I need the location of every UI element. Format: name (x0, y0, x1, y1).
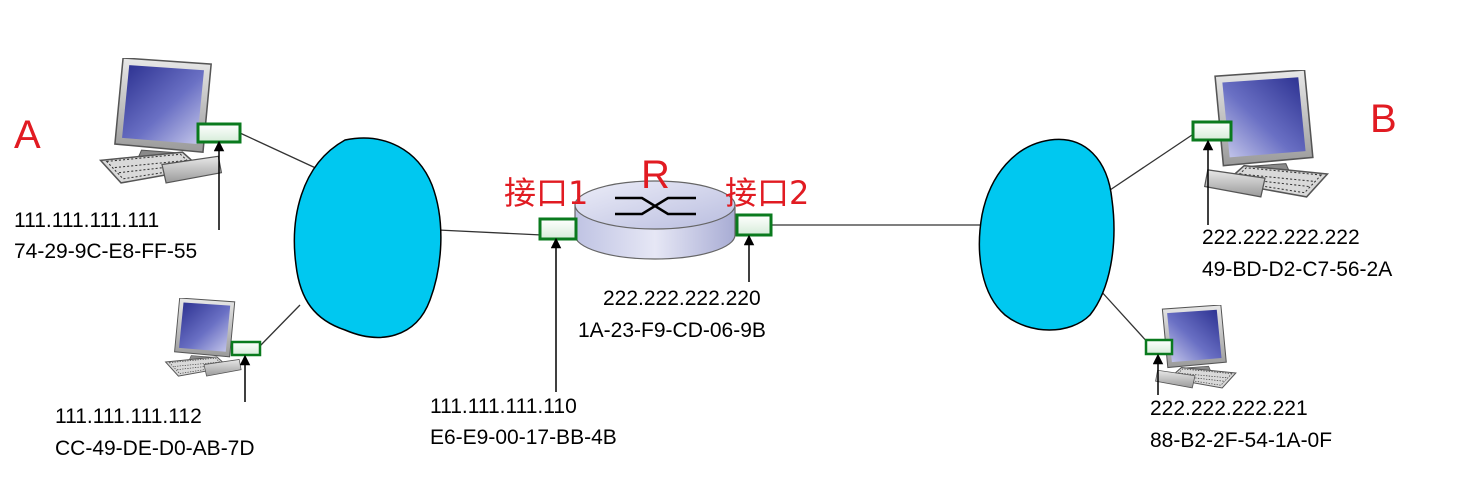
host-b2-mac: 88-B2-2F-54-1A-0F (1150, 429, 1332, 452)
host-a2-ip: 111.111.111.112 (55, 405, 202, 428)
link-netA-router (437, 229, 543, 236)
link-hostA2-netA (257, 304, 301, 349)
host-b1-mac: 49-BD-D2-C7-56-2A (1202, 258, 1392, 281)
interface1-mac: E6-E9-00-17-BB-4B (430, 426, 617, 449)
interface1-label: 接口1 (504, 174, 588, 212)
subnet-b-label: B (1370, 97, 1397, 141)
subnet-a-label: A (14, 113, 41, 157)
router-cross-arrows-icon (615, 196, 696, 216)
host-a2-computer-icon[interactable] (165, 298, 242, 377)
interface2-ip: 222.222.222.220 (603, 287, 761, 310)
network-cloud-a (293, 137, 442, 338)
network-cloud-b (978, 138, 1115, 331)
host-a1-nic[interactable] (196, 122, 242, 144)
router-interface2-port[interactable] (735, 213, 773, 237)
link-netB-hostB2 (1099, 289, 1151, 346)
host-b2-ip: 222.222.222.221 (1150, 397, 1308, 420)
host-a1-computer-icon[interactable] (99, 58, 223, 184)
router-label: R (641, 153, 670, 197)
host-b1-ip: 222.222.222.222 (1202, 226, 1360, 249)
links (239, 132, 1196, 349)
link-hostA1-netA (239, 132, 321, 171)
host-a2-nic[interactable] (230, 340, 262, 357)
pointer-arrows (213, 139, 1214, 402)
host-a2-mac: CC-49-DE-D0-AB-7D (55, 437, 255, 460)
host-b2-nic[interactable] (1144, 338, 1174, 356)
interface2-mac: 1A-23-F9-CD-06-9B (578, 319, 766, 342)
host-b1-nic[interactable] (1191, 120, 1233, 142)
interface1-ip: 111.111.111.110 (430, 395, 577, 418)
host-a1-mac: 74-29-9C-E8-FF-55 (14, 240, 197, 263)
host-a1-ip: 111.111.111.111 (14, 209, 159, 232)
router-interface1-port[interactable] (538, 217, 578, 241)
interface2-label: 接口2 (725, 174, 809, 212)
router[interactable] (538, 180, 773, 260)
link-netB-hostB1 (1109, 132, 1196, 191)
